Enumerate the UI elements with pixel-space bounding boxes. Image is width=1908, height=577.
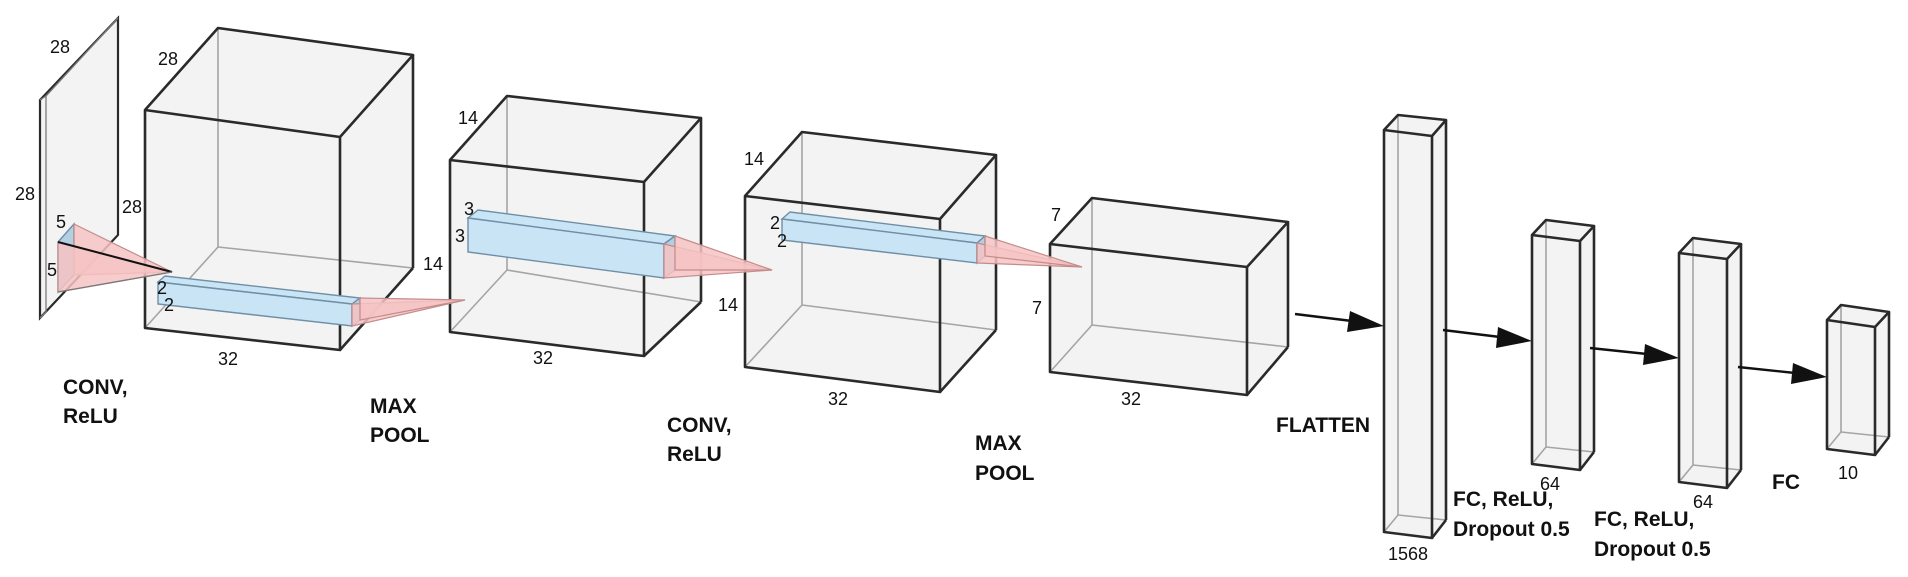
max-pool-1-label-line2: POOL — [370, 424, 430, 447]
pool2-height-label: 7 — [1032, 298, 1042, 318]
input-depth-label: 28 — [122, 197, 142, 217]
arrow-flatten — [1294, 312, 1353, 323]
input-width-label: 28 — [50, 37, 70, 57]
fc-relu-dropout-2-label: FC, ReLU, — [1594, 508, 1694, 531]
arrow-fc2 — [1589, 346, 1648, 356]
kernel2-height-label: 2 — [157, 278, 167, 298]
fc3-size-label: 10 — [1838, 463, 1858, 483]
arrow-flatten-head — [1347, 311, 1384, 332]
input-height-label: 28 — [15, 184, 35, 204]
kernel-4 — [780, 211, 1083, 268]
conv1-height-label: 14 — [423, 254, 443, 274]
conv-relu-1-label: CONV, — [63, 376, 128, 399]
operation-labels: CONV, ReLU MAX POOL CONV, ReLU MAX POOL … — [63, 376, 1800, 561]
pool2-volume — [1048, 196, 1290, 397]
fc2-vector — [1677, 236, 1743, 490]
kernel4-height-label: 2 — [770, 213, 780, 233]
arrow-fc2-head — [1643, 344, 1679, 365]
flatten-size-label: 1568 — [1388, 544, 1428, 564]
fc-out-label: FC — [1772, 471, 1800, 494]
fc2-size-label: 64 — [1693, 492, 1713, 512]
arrows — [1294, 311, 1827, 384]
conv-relu-2-label: CONV, — [667, 414, 732, 437]
arrow-fc1 — [1442, 328, 1501, 339]
pool2-depth-label: 32 — [1121, 389, 1141, 409]
conv2-top-label: 14 — [744, 149, 764, 169]
conv2-volume — [743, 130, 998, 394]
flatten-label: FLATTEN — [1276, 414, 1370, 437]
conv2-height-label: 14 — [718, 295, 738, 315]
kernel1-height-label: 5 — [56, 212, 66, 232]
fc1-vector — [1530, 218, 1596, 472]
kernel-2 — [156, 275, 466, 328]
flatten-vector — [1382, 113, 1448, 540]
kernel2-width-label: 2 — [164, 295, 174, 315]
pool1-depth-label: 32 — [533, 348, 553, 368]
fc3-vector — [1825, 303, 1891, 457]
arrow-fc1-head — [1496, 327, 1532, 348]
arrow-fc3 — [1737, 365, 1796, 375]
max-pool-2-label: MAX — [975, 432, 1022, 455]
max-pool-1-label: MAX — [370, 395, 417, 418]
fc-relu-dropout-1-label-line2: Dropout 0.5 — [1453, 518, 1570, 541]
dimension-labels: 28 28 28 28 28 14 32 14 32 14 14 32 7 7 … — [15, 37, 1858, 564]
fc-relu-dropout-1-label: FC, ReLU, — [1453, 488, 1553, 511]
kernel3-height-label: 3 — [464, 199, 474, 219]
kernel4-width-label: 2 — [777, 231, 787, 251]
pool2-top-label: 7 — [1051, 205, 1061, 225]
kernel-3 — [466, 209, 773, 280]
kernel1-width-label: 5 — [47, 260, 57, 280]
kernel-1 — [57, 222, 173, 294]
fc-relu-dropout-2-label-line2: Dropout 0.5 — [1594, 538, 1711, 561]
conv2-depth-label: 32 — [828, 389, 848, 409]
conv-relu-2-label-line2: ReLU — [667, 443, 722, 466]
conv1-top-label: 28 — [158, 49, 178, 69]
arrow-fc3-head — [1791, 363, 1827, 384]
conv1-depth-label: 32 — [218, 349, 238, 369]
pool1-top-label: 14 — [458, 108, 478, 128]
conv-relu-1-label-line2: ReLU — [63, 405, 118, 428]
max-pool-2-label-line2: POOL — [975, 462, 1035, 485]
fc1-size-label: 64 — [1540, 474, 1560, 494]
kernel3-width-label: 3 — [455, 226, 465, 246]
